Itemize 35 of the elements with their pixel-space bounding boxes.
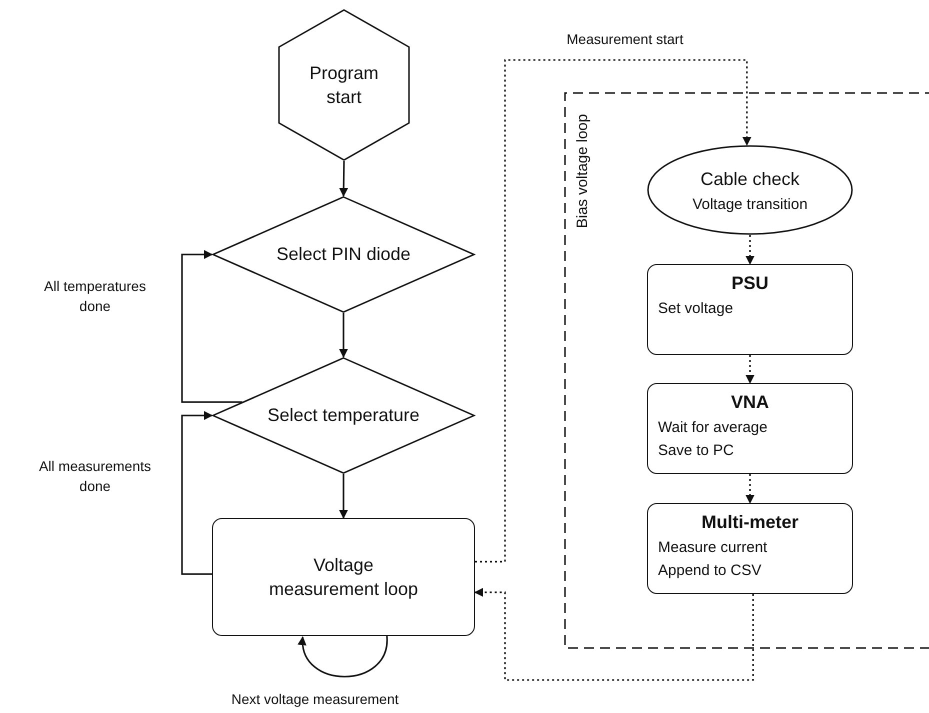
check-ellipse — [647, 145, 853, 235]
process-box — [647, 383, 853, 474]
box-heading: PSU — [731, 273, 768, 294]
arrow — [298, 636, 388, 678]
arrow — [746, 355, 754, 384]
node-label: Voltage measurement loop — [268, 554, 420, 601]
node-label: Program start — [308, 62, 380, 109]
node-sublabel: Voltage transition — [692, 196, 808, 213]
arrow — [746, 235, 754, 265]
arrow — [181, 250, 242, 403]
box-text: Append to CSV — [658, 562, 762, 579]
loop-title: Bias voltage loop — [574, 114, 591, 228]
arrow — [475, 59, 752, 562]
process-box — [212, 518, 475, 636]
process-box — [647, 503, 853, 594]
box-heading: Multi-meter — [701, 512, 798, 533]
arrow — [181, 411, 213, 575]
arrow — [339, 160, 348, 197]
box-text: Save to PC — [658, 442, 735, 459]
box-text: Set voltage — [658, 300, 734, 317]
start-hexagon — [278, 9, 410, 161]
arrow — [746, 474, 754, 504]
arrow — [474, 588, 754, 681]
node-label: Select PIN diode — [276, 243, 411, 266]
decision-diamond — [212, 196, 475, 313]
loop-group — [564, 92, 929, 649]
node-label: Cable check — [700, 168, 800, 192]
decision-diamond — [212, 357, 475, 474]
box-text: Wait for average — [658, 419, 768, 436]
node-label: Select temperature — [267, 404, 420, 428]
box-heading: VNA — [730, 392, 769, 413]
arrow — [339, 313, 348, 358]
arrow — [339, 474, 348, 519]
process-box — [647, 264, 853, 355]
box-text: Measure current — [658, 539, 768, 556]
